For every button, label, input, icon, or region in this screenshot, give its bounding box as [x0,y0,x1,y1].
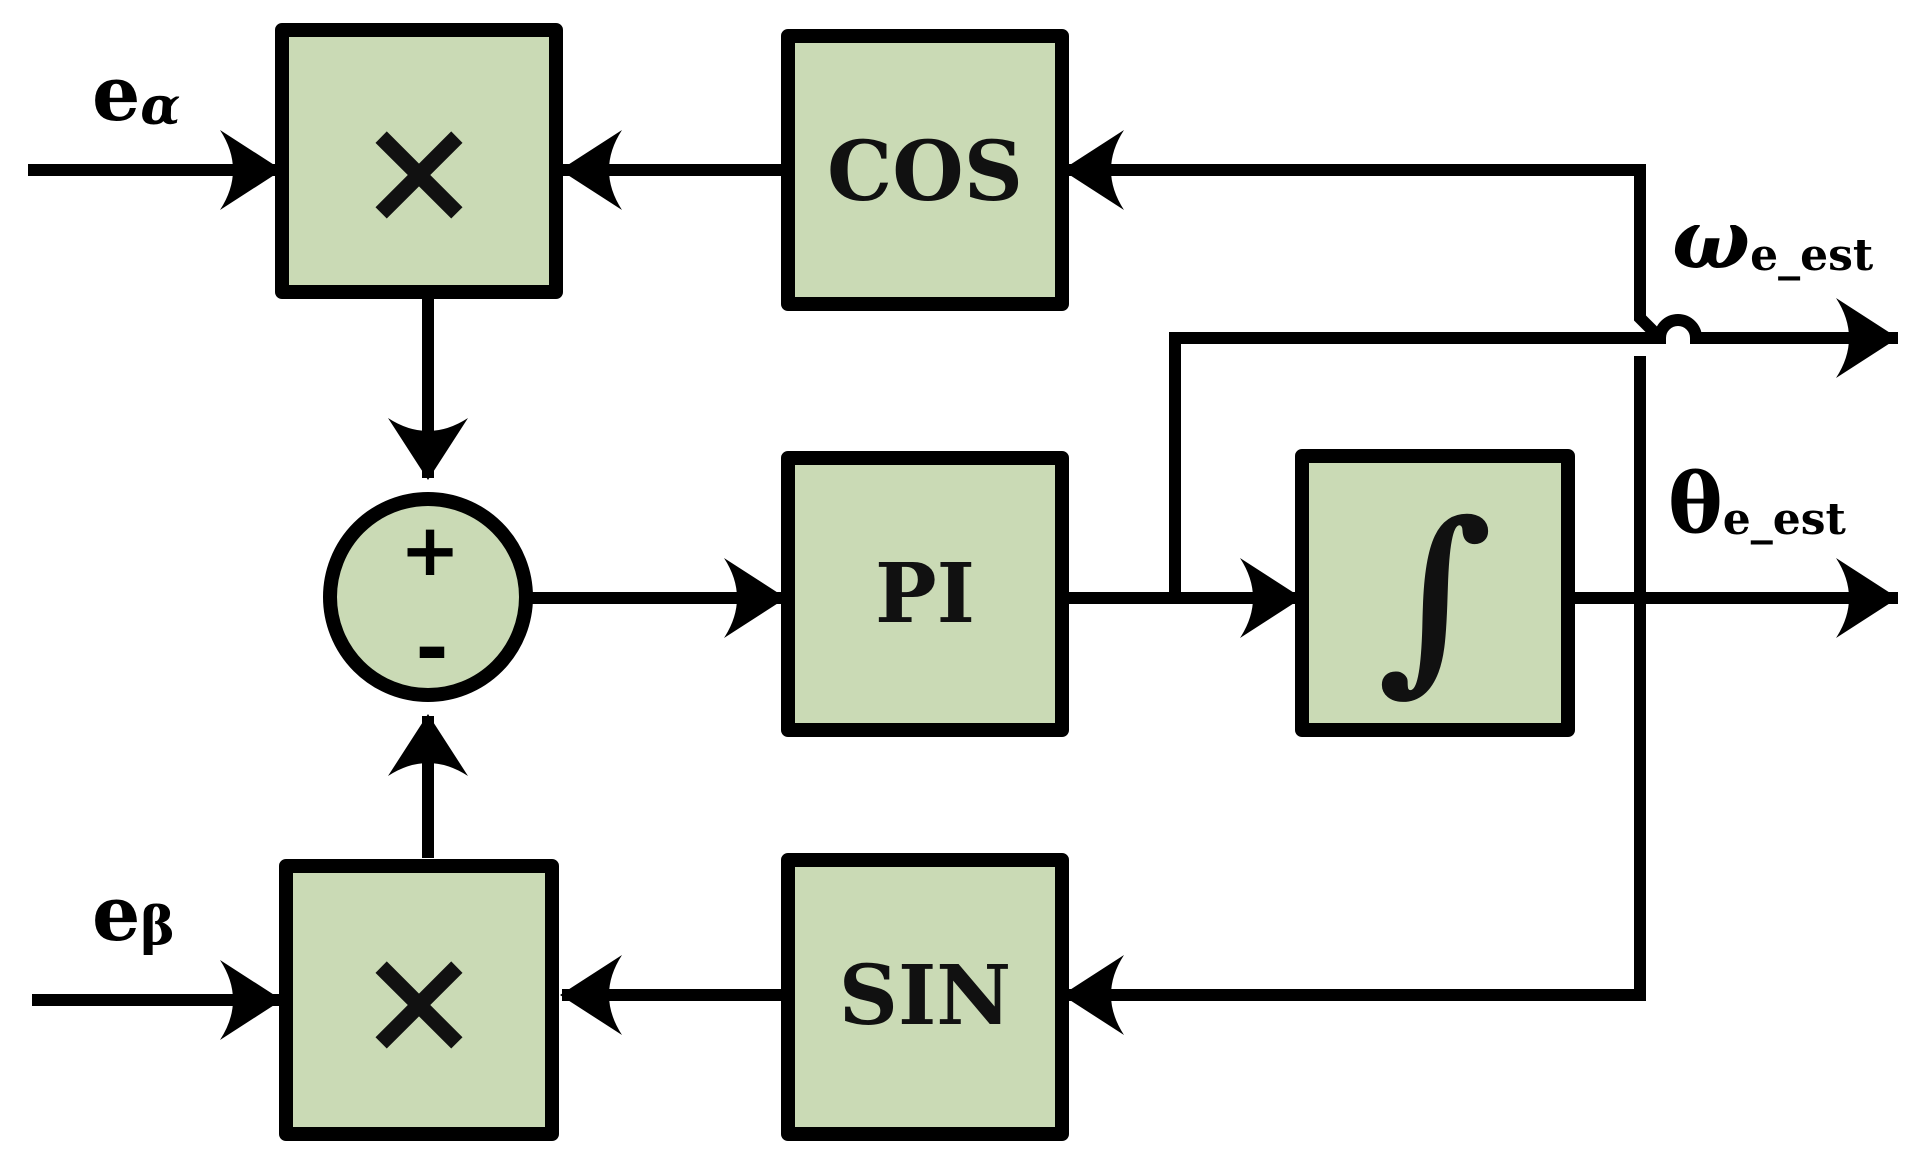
signal-label-omega: ωe_est [1672,192,1874,288]
wire-feedback-cos [1062,164,1646,300]
e-beta-sub: β [140,896,175,957]
e-beta-main: e [92,869,140,958]
sin-box [781,853,1069,1141]
block-multiplier-bottom: × [279,859,559,1141]
signal-label-e-alpha: eα [92,49,180,138]
block-sin: SIN [781,853,1069,1141]
wire-feedback-sin [1062,356,1646,1001]
omega-sub: e_est [1750,230,1874,281]
cos-box [781,29,1069,311]
omega-main: ω [1672,192,1750,288]
integral-sign-icon: ∫ [1377,479,1493,714]
multiplier-top-box [275,23,563,299]
summer-minus-sign: - [415,602,448,695]
multiplier-top-symbol: × [356,82,482,258]
signal-label-theta: θe_est [1668,456,1846,552]
e-alpha-sub: α [140,76,180,137]
signal-label-e-beta: eβ [92,869,175,958]
wire-feedback-jumper [1634,300,1665,343]
block-summer: + - [323,492,533,702]
summer-plus-sign: + [400,508,460,592]
summer-circle [323,492,533,702]
block-integrator: ∫ [1295,449,1575,737]
theta-main: θ [1668,456,1723,552]
sin-label: SIN [839,948,1012,1044]
theta-sub: e_est [1723,494,1847,545]
cos-label: COS [827,124,1023,220]
multiplier-bottom-symbol: × [356,912,482,1088]
block-multiplier-top: × [275,23,563,299]
block-cos: COS [781,29,1069,311]
pi-label: PI [875,546,975,642]
multiplier-bottom-box [279,859,559,1141]
integrator-box [1295,449,1575,737]
block-pi: PI [781,451,1069,737]
e-alpha-main: e [92,49,140,138]
pi-box [781,451,1069,737]
